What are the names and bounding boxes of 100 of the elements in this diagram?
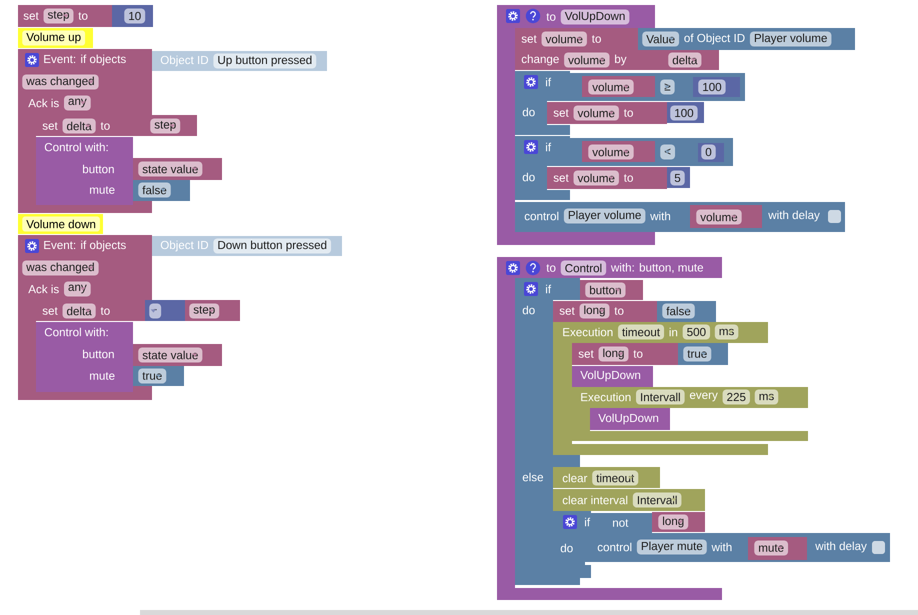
block-label: clear interval (562, 496, 628, 504)
block-label: Execution (563, 328, 612, 336)
block-label: Object ID (160, 240, 208, 252)
block-label: set (42, 122, 58, 130)
value-block (133, 180, 190, 201)
comment-note (18, 28, 93, 48)
statement-block (553, 489, 705, 511)
number-block (667, 167, 690, 188)
dropdown-field: long (580, 304, 610, 318)
statement-block (515, 28, 638, 50)
block-label: to (633, 350, 642, 358)
dropdown-field: false (138, 182, 171, 198)
block-label: clear (562, 474, 588, 482)
block-label: Ack is (28, 284, 59, 294)
block-label: control (598, 542, 632, 552)
text-field: 100 (670, 106, 698, 120)
block-label: set (554, 174, 569, 182)
procedure-call-block (590, 408, 670, 430)
value-block (133, 366, 184, 386)
block-label: do (522, 306, 535, 314)
statement-block (572, 343, 678, 365)
dropdown-field: volume (588, 80, 634, 94)
dropdown-field: volume (574, 106, 619, 120)
procedure-call-block (36, 137, 133, 205)
operator-block (145, 300, 185, 321)
block-label: of Object ID (684, 34, 745, 44)
block-label: control (524, 212, 558, 220)
dropdown-field: mute (754, 540, 788, 556)
value-block (678, 343, 728, 365)
dropdown-field: step (150, 118, 180, 134)
statement-block (547, 167, 667, 189)
block-label: set (554, 109, 569, 117)
block-label: set (560, 307, 575, 315)
block-label: Execution (581, 392, 630, 402)
dropdown-field: state value (138, 348, 202, 362)
variable-block (185, 300, 240, 321)
block-label: mute (90, 372, 115, 380)
dropdown-field: was changed (22, 74, 99, 90)
node-label: button (590, 286, 621, 294)
dropdown-field: long (598, 346, 628, 362)
comment-text: Volume up (22, 30, 86, 46)
block-label: to (100, 307, 110, 315)
block-label: to (614, 307, 624, 315)
block-label: Event: if objects (44, 240, 126, 252)
block-label: if (546, 78, 552, 86)
block-label: to (592, 35, 601, 43)
block-label: to (546, 264, 556, 272)
block-label: to (624, 174, 633, 182)
dropdown-field: volume (574, 170, 619, 186)
block-label: by (615, 54, 627, 66)
block-label: with (712, 542, 732, 552)
block-label: Event: if objects (44, 54, 126, 66)
dropdown-field: state value (138, 162, 202, 176)
dropdown-field: delta (62, 304, 96, 318)
object-value-block (638, 28, 855, 50)
dropdown-field: was changed (22, 260, 99, 276)
statement-block (547, 102, 667, 124)
block-label: in (670, 328, 678, 336)
block-label: set (522, 35, 537, 43)
variable-block (580, 280, 643, 300)
object-id-block (152, 236, 342, 256)
value-block (657, 301, 716, 322)
variable-block (582, 76, 655, 97)
dropdown-field: Intervall (632, 492, 682, 508)
dropdown-field: false (662, 304, 695, 318)
number-block (698, 143, 724, 162)
block-label: set (42, 307, 58, 315)
text-field: timeout (618, 324, 664, 340)
variable-block (145, 115, 197, 136)
text-field: VolUpDown (560, 10, 630, 24)
block-label: to (78, 12, 88, 20)
block-label: if (546, 284, 552, 294)
statement-block (553, 301, 657, 322)
value-block (133, 344, 222, 366)
dropdown-field: timeout (592, 470, 638, 486)
dropdown-field: volume (588, 144, 634, 160)
variable-block (652, 512, 705, 532)
dropdown-field: volume (696, 210, 742, 224)
node-label: delta (672, 56, 698, 64)
statement-block (18, 5, 112, 27)
statement-block (36, 300, 145, 321)
text-field: Down button pressed (213, 238, 332, 254)
comment-note (18, 214, 103, 234)
comment-text: Volume down (22, 216, 100, 232)
block-label: with delay (815, 542, 867, 552)
block-label: do (560, 544, 573, 552)
block-label: VolUpDown (598, 414, 658, 424)
dropdown-field: Value (642, 32, 680, 46)
dropdown-field: long (658, 514, 688, 530)
object-id-block (152, 51, 327, 71)
dropdown-field: volume (542, 32, 587, 46)
dropdown-field: step (189, 304, 220, 318)
dropdown-field: delta (668, 52, 702, 68)
text-field: Up button pressed (213, 54, 316, 68)
block-label: with (650, 212, 670, 220)
block-label: with: button, mute (610, 263, 704, 273)
block-label: Ack is (28, 98, 59, 108)
block-label: Object ID (160, 56, 208, 66)
dropdown-field: step (44, 8, 74, 24)
block-label: to (546, 13, 556, 21)
